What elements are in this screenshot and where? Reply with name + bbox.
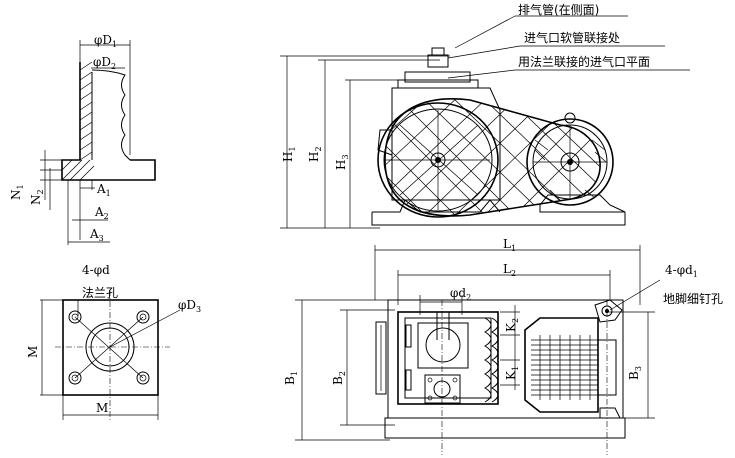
label-A2: A2 <box>94 205 109 221</box>
pump-front-view: 排气管(在侧面) 进气口软管联接处 用法兰联接的进气口平面 H1 H2 H3 <box>280 2 690 229</box>
label-4d: 4-φd <box>82 263 110 277</box>
label-L1: L1 <box>503 237 516 253</box>
flange-plan-view: 4-φd 法兰孔 M M φD3 <box>26 263 201 420</box>
label-4d1: 4-φd1 <box>665 263 698 279</box>
label-D1: φD1 <box>94 33 117 49</box>
label-M-bottom: M <box>96 401 108 415</box>
label-M-left: M <box>26 346 40 358</box>
label-H1: H1 <box>281 146 297 162</box>
label-inlet-flange: 用法兰联接的进气口平面 <box>518 54 650 69</box>
label-D3: φD3 <box>178 298 201 314</box>
label-A3: A3 <box>89 227 104 243</box>
label-A1: A1 <box>96 182 111 198</box>
label-inlet-hose: 进气口软管联接处 <box>524 30 620 45</box>
label-D2: φD2 <box>93 55 116 71</box>
label-H3: H3 <box>334 154 350 170</box>
label-exhaust: 排气管(在侧面) <box>518 2 599 17</box>
label-L2: L2 <box>503 262 516 278</box>
label-flange-hole: 法兰孔 <box>82 286 118 300</box>
pump-plan-view: L1 L2 φd2 4-φd1 地脚细钉孔 B1 B2 B3 <box>283 237 723 455</box>
label-anchor-hole: 地脚细钉孔 <box>663 291 723 306</box>
label-H2: H2 <box>307 146 323 162</box>
label-N1: N1 <box>9 184 25 200</box>
label-B2: B2 <box>331 371 347 385</box>
label-K1: K1 <box>504 366 520 380</box>
label-d2: φd2 <box>450 286 471 302</box>
label-B3: B3 <box>627 366 643 380</box>
flange-section-view: φD1 φD2 N1 N2 A1 <box>9 33 156 245</box>
label-B1: B1 <box>283 371 299 385</box>
label-K2: K2 <box>504 318 520 332</box>
label-N2: N2 <box>29 189 45 205</box>
